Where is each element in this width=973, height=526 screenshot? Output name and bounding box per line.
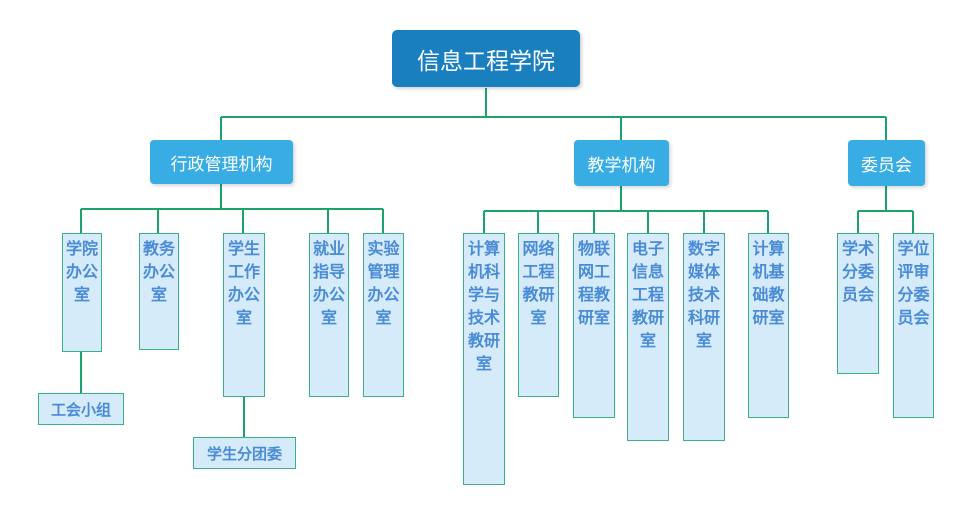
unit-youth-league: 学生分团委: [193, 437, 296, 469]
root-node: 信息工程学院: [392, 30, 580, 87]
unit-employment-office: 就业指导办公室: [309, 233, 349, 397]
branch-committee: 委员会: [848, 140, 925, 186]
unit-student-office: 学生工作办公室: [223, 233, 265, 397]
unit-degree-committee: 学位评审分委员会: [893, 233, 934, 418]
unit-college-office: 学院办公室: [62, 233, 102, 352]
unit-electronic-info: 电子信息工程教研室: [627, 233, 669, 441]
unit-computer-basics: 计算机基础教研室: [748, 233, 789, 418]
unit-union-group: 工会小组: [38, 393, 124, 425]
unit-iot-eng: 物联网工程教研室: [573, 233, 615, 418]
unit-cs-tech: 计算机科学与技术教研室: [463, 233, 505, 485]
unit-network-eng: 网络工程教研室: [518, 233, 559, 397]
unit-academic-committee: 学术分委员会: [837, 233, 879, 374]
branch-admin: 行政管理机构: [150, 140, 293, 184]
unit-digital-media: 数字媒体技术科研室: [683, 233, 725, 441]
unit-academic-office: 教务办公室: [139, 233, 179, 350]
unit-lab-office: 实验管理办公室: [363, 233, 404, 397]
branch-teaching: 教学机构: [574, 140, 669, 186]
